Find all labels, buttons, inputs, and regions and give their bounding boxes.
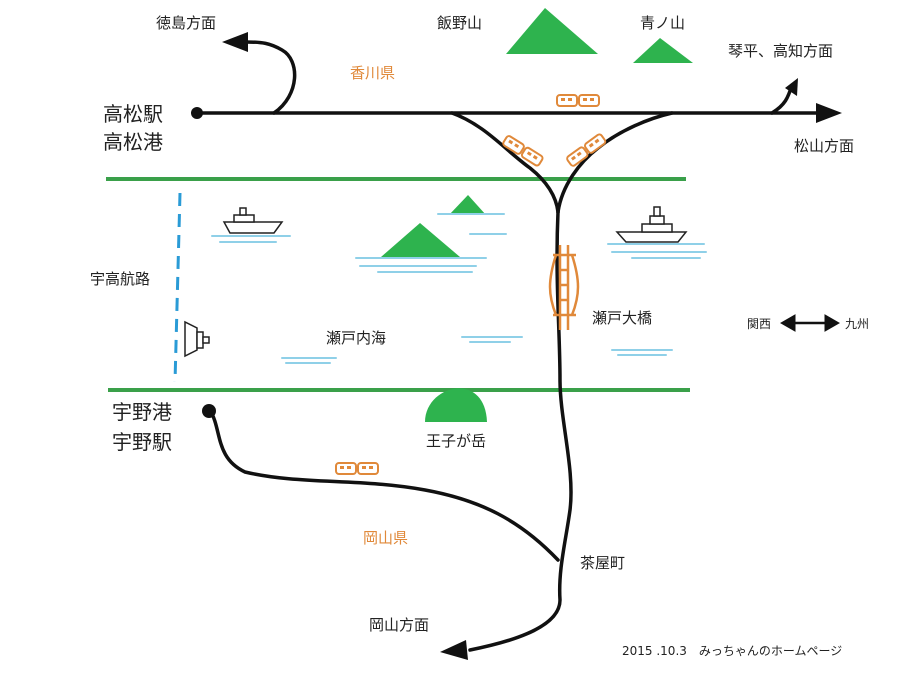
seto-ohashi-bridge-icon <box>548 245 580 330</box>
arrow-matsuyama-icon <box>816 103 842 123</box>
seto-inland-sea-label: 瀬戸内海 <box>326 329 387 347</box>
aonoyama-mountain-icon <box>633 38 693 63</box>
matsuyama-direction-label: 松山方面 <box>794 137 855 155</box>
railway-lines <box>194 40 824 652</box>
tokushima-direction-label: 徳島方面 <box>156 14 217 32</box>
footer-credit: 2015 .10.3 みっちゃんのホームページ <box>622 644 843 658</box>
arrow-tokushima-icon <box>222 32 248 52</box>
uno-station-marker <box>202 404 216 418</box>
okayama-prefecture-label: 岡山県 <box>363 529 409 547</box>
uno-port-label: 宇野港 <box>112 400 172 424</box>
kagawa-prefecture-label: 香川県 <box>350 64 396 82</box>
train-icon <box>335 462 379 475</box>
kansai-label: 関西 <box>747 317 772 331</box>
double-arrow-icon <box>779 314 841 332</box>
water-ripples <box>211 213 707 364</box>
arrow-kotohira-icon <box>785 78 798 96</box>
uno-station-label: 宇野駅 <box>112 430 172 454</box>
ferry-icon <box>222 207 284 234</box>
kyushu-label: 九州 <box>845 317 870 331</box>
island-large-mountain-icon <box>381 223 460 257</box>
kotohira-direction-label: 琴平、高知方面 <box>728 42 834 60</box>
iinoyama-mountain-icon <box>506 8 598 54</box>
oujigatake-label: 王子が岳 <box>426 432 487 450</box>
train-icon <box>565 132 608 168</box>
aonoyama-label: 青ノ山 <box>640 14 686 32</box>
ferry-icon <box>615 206 688 243</box>
chayamachi-label: 茶屋町 <box>580 554 626 572</box>
iinoyama-label: 飯野山 <box>437 14 483 32</box>
ferry-icon <box>184 320 210 358</box>
takamatsu-port-label: 高松港 <box>103 130 163 154</box>
uko-route-label: 宇高航路 <box>90 270 151 288</box>
train-icon <box>556 94 600 107</box>
takamatsu-station-marker <box>191 107 203 119</box>
uko-ferry-route <box>173 192 182 383</box>
takamatsu-station-label: 高松駅 <box>103 102 163 126</box>
island-small-mountain-icon <box>449 195 486 215</box>
seto-ohashi-label: 瀬戸大橋 <box>592 309 653 327</box>
arrow-okayama-icon <box>440 640 468 660</box>
oujigatake-mountain-icon <box>425 388 487 422</box>
okayama-direction-label: 岡山方面 <box>369 616 430 634</box>
